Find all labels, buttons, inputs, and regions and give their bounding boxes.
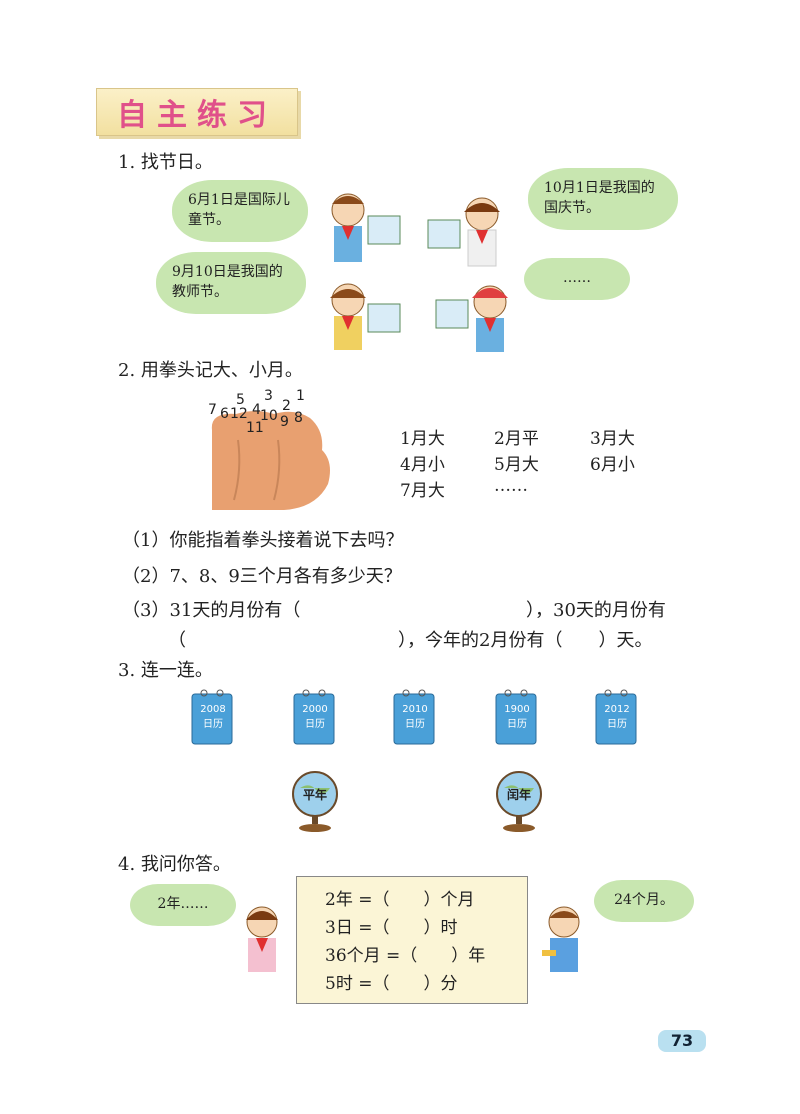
bubble-text: 6月1日是国际儿童节。 (188, 192, 290, 228)
boy-answering-illustration (542, 906, 580, 972)
speech-bubble-teachers-day: 9月10日是我国的教师节。 (156, 252, 306, 314)
girl-with-calendar-illustration (427, 197, 500, 267)
month-item: 4月小 (400, 455, 445, 475)
speech-bubble-right: 24个月。 (594, 880, 694, 922)
page-number: 73 (658, 1030, 706, 1052)
question-3-label: 3. 连一连。 (118, 660, 213, 681)
month-item: 2月平 (494, 429, 539, 449)
calendar-tag: 日历 (607, 719, 627, 730)
sub-question-3-part-a: （3）31天的月份有（ (122, 600, 301, 621)
month-item: 7月大 (400, 481, 445, 501)
globe-common-year[interactable]: 平年 (290, 768, 340, 834)
calendar-tag: 日历 (507, 719, 527, 730)
calendar-year: 2008 (200, 704, 226, 715)
speech-bubble-national-day: 10月1日是我国的国庆节。 (528, 168, 678, 230)
calendar-2012[interactable]: 2012 日历 (594, 688, 640, 750)
month-item: 1月大 (400, 429, 445, 449)
speech-bubble-ellipsis: …… (524, 258, 630, 300)
question-4-label: 4. 我问你答。 (118, 854, 231, 875)
section-title: 自主练习 (117, 98, 277, 133)
calendar-year: 2012 (604, 704, 630, 715)
calendar-tag: 日历 (305, 719, 325, 730)
boy-with-cap-illustration (435, 285, 508, 352)
knuckle-number: 10 (260, 408, 278, 424)
question-2-label: 2. 用拳头记大、小月。 (118, 360, 303, 381)
calendar-2010[interactable]: 2010 日历 (392, 688, 438, 750)
boy-with-calendar-illustration (331, 193, 401, 262)
sub-question-1: （1）你能指着拳头接着说下去吗？ (122, 530, 404, 551)
girl-asking-illustration (246, 906, 278, 972)
bubble-text: 10月1日是我国的国庆节。 (544, 180, 655, 216)
sub-question-3-part-c: （ (168, 630, 186, 651)
knuckle-number: 5 (236, 392, 245, 408)
calendar-year: 2010 (402, 704, 428, 715)
knuckle-number: 7 (208, 402, 217, 418)
knuckle-number: 4 (252, 402, 261, 418)
bubble-text: 9月10日是我国的教师节。 (172, 264, 283, 300)
conversion-line: 5时 =（ ）分 (325, 974, 458, 994)
knuckle-number: 3 (264, 388, 273, 404)
knuckle-number: 11 (246, 420, 264, 436)
month-item: 5月大 (494, 455, 539, 475)
sub-question-3-part-b: ），30天的月份有 (526, 600, 666, 621)
speech-bubble-left: 2年…… (130, 884, 236, 926)
globe-label: 闰年 (506, 788, 531, 802)
knuckle-number: 8 (294, 410, 303, 426)
calendar-tag: 日历 (203, 719, 223, 730)
section-title-banner: 自主练习 (96, 88, 298, 136)
knuckle-number: 6 (220, 406, 229, 422)
calendar-year: 2000 (302, 704, 328, 715)
calendar-tag: 日历 (405, 719, 425, 730)
globe-label: 平年 (302, 788, 327, 802)
globe-leap-year[interactable]: 闰年 (494, 768, 544, 834)
calendar-year: 1900 (504, 704, 530, 715)
calendar-1900[interactable]: 1900 日历 (494, 688, 540, 750)
knuckle-number: 9 (280, 414, 289, 430)
calendar-2000[interactable]: 2000 日历 (292, 688, 338, 750)
conversion-line: 3日 =（ ）时 (325, 918, 458, 938)
conversion-line: 2年 =（ ）个月 (325, 890, 475, 910)
month-item: 3月大 (590, 429, 635, 449)
knuckle-number: 2 (282, 398, 291, 414)
month-item: …… (494, 476, 528, 496)
knuckle-number: 1 (296, 388, 305, 404)
fist-illustration (198, 400, 336, 512)
question-1-label: 1. 找节日。 (118, 152, 213, 173)
conversion-answer-box: 2年 =（ ）个月 3日 =（ ）时 36个月 =（ ）年 5时 =（ ）分 (296, 876, 528, 1004)
sub-question-3-part-d: ），今年的2月份有（ ）天。 (398, 630, 653, 651)
conversion-line: 36个月 =（ ）年 (325, 946, 486, 966)
month-item: 6月小 (590, 455, 635, 475)
calendar-2008[interactable]: 2008 日历 (190, 688, 236, 750)
bubble-text: 2年…… (157, 896, 209, 912)
sub-question-2: （2）7、8、9三个月各有多少天？ (122, 566, 402, 587)
bubble-text: 24个月。 (614, 892, 674, 908)
girl-with-calendar-illustration (330, 283, 401, 350)
speech-bubble-childrens-day: 6月1日是国际儿童节。 (172, 180, 308, 242)
knuckle-number: 12 (230, 406, 248, 422)
bubble-text: …… (563, 270, 591, 286)
knuckle-number-labels: 7 6 12 5 4 11 3 10 2 9 1 8 (208, 388, 318, 436)
